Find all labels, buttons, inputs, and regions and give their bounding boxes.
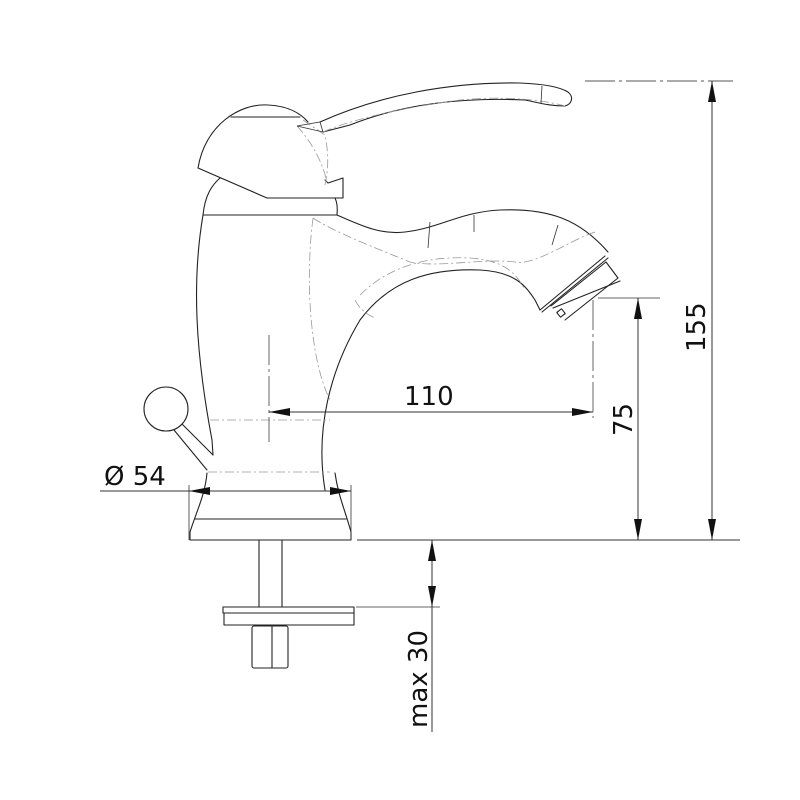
spout-reach-label: 110	[404, 382, 454, 412]
dimension-total-height: 155	[585, 80, 733, 540]
mounting-thickness-label: max 30	[404, 630, 434, 728]
faucet-body	[195, 177, 621, 491]
faucet-base	[189, 472, 352, 541]
dimension-spout-reach: 110	[269, 300, 594, 418]
pop-up-knob	[143, 386, 214, 471]
dimension-spout-height: 75	[598, 297, 660, 540]
base-diameter-label: Ø 54	[104, 462, 166, 492]
dimension-mounting-thickness: max 30	[356, 540, 440, 732]
lever-handle	[197, 82, 573, 199]
dimension-base-diameter: Ø 54	[100, 462, 352, 540]
mounting-hardware	[222, 539, 355, 669]
spout-height-label: 75	[609, 403, 639, 436]
total-height-label: 155	[682, 302, 712, 352]
